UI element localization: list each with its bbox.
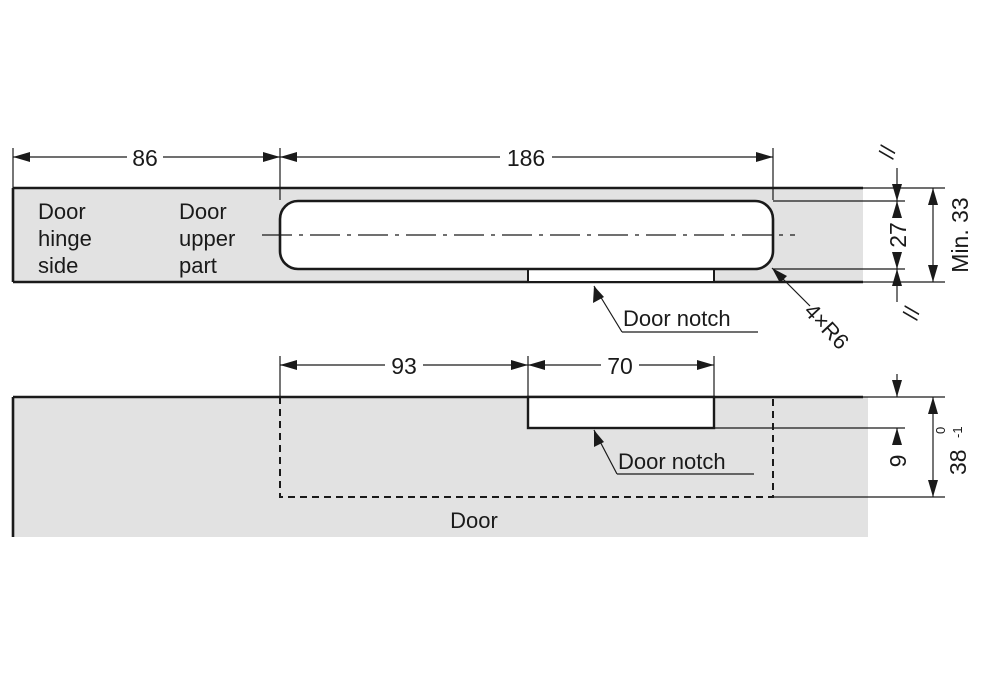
- door-hidden-outline: [279, 397, 774, 498]
- door-notch-label-side: Door notch: [618, 449, 726, 474]
- svg-text:70: 70: [607, 353, 633, 379]
- side-view: Door 93 70 Door notch: [11, 353, 971, 537]
- svg-text:93: 93: [391, 353, 417, 379]
- svg-text:27: 27: [885, 222, 911, 248]
- tolerance-upper: 0: [933, 427, 948, 434]
- dimension-38: 38 0 -1: [928, 397, 971, 497]
- hinge-side-label: Door hinge side: [38, 199, 98, 278]
- top-view: Door hinge side Door upper part 86 186: [11, 142, 973, 354]
- door-notch-leader-top: Door notch: [593, 285, 758, 333]
- upper-part-label: Door upper part: [179, 199, 241, 278]
- dimension-9: 9: [885, 374, 911, 467]
- dimension-86: 86: [12, 145, 281, 200]
- radius-label: 4×R6: [799, 298, 854, 354]
- door-label: Door: [450, 508, 498, 533]
- dimension-70: 70: [528, 353, 715, 397]
- parallel-symbol-bottom: //: [898, 303, 926, 322]
- svg-text:86: 86: [132, 145, 158, 171]
- svg-text:Min. 33: Min. 33: [947, 197, 973, 272]
- door-notch-cut: [526, 395, 716, 430]
- dimension-min-33: Min. 33: [928, 188, 973, 282]
- tolerance-lower: -1: [950, 426, 965, 438]
- door-notch-leader-side: Door notch: [593, 429, 754, 475]
- dimension-93: 93: [279, 353, 529, 397]
- parallel-symbol-top: //: [874, 142, 902, 161]
- door-frame-side-view: [13, 397, 868, 537]
- door-notch-label-top: Door notch: [623, 306, 731, 331]
- svg-text:9: 9: [885, 455, 911, 468]
- dimension-27: 27: [885, 168, 911, 302]
- dimension-186: 186: [280, 145, 774, 200]
- svg-text:38: 38: [945, 449, 971, 475]
- svg-text:186: 186: [507, 145, 545, 171]
